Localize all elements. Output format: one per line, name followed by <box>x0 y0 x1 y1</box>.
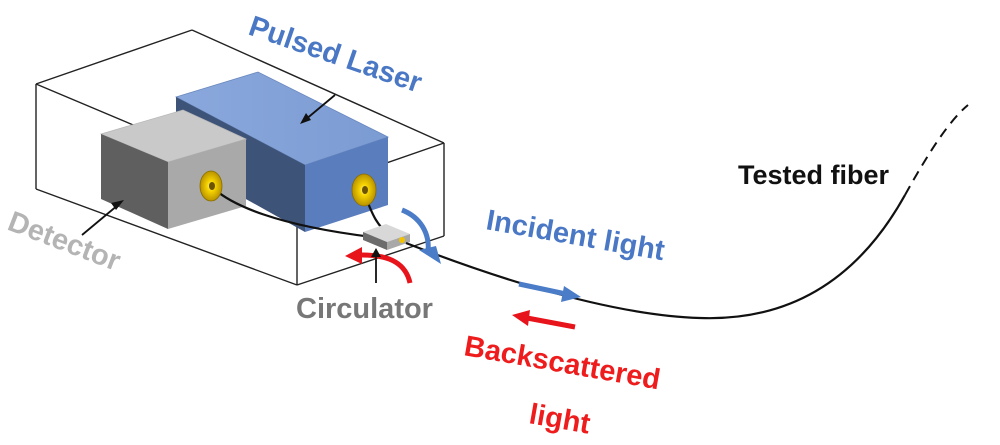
backscatter-arrow-line <box>526 315 576 330</box>
incident-light-label: Incident light <box>484 204 668 267</box>
backscattered-label-line2: light <box>527 398 593 440</box>
tested-fiber-label: Tested fiber <box>738 160 890 190</box>
circulator-block <box>363 224 410 250</box>
laser-pointer-line <box>304 94 336 121</box>
circulator-label: Circulator <box>296 293 433 325</box>
red-curved-arrow <box>361 252 413 284</box>
detector-label: Detector <box>3 206 124 278</box>
detector-fiber <box>212 187 373 239</box>
detector-pointer-head <box>111 200 124 210</box>
backscattered-label-line1: Backscattered <box>462 330 663 396</box>
detector-pointer-line <box>81 204 119 236</box>
blue-curved-arrow <box>400 207 431 253</box>
backscatter-arrowhead <box>512 310 530 326</box>
detector-lens <box>199 170 223 202</box>
incident-arrowhead <box>561 286 581 302</box>
tested-fiber-line <box>405 194 906 320</box>
tested-fiber-dashed <box>904 104 969 196</box>
detector-block <box>99 109 248 229</box>
blue-curved-arrowhead <box>419 246 441 264</box>
incident-arrow-line <box>518 281 567 297</box>
laser-lens <box>351 173 377 207</box>
laser-pointer-head <box>300 113 311 124</box>
circulator-pointer-head <box>371 248 381 257</box>
red-curved-arrowhead <box>345 247 362 264</box>
